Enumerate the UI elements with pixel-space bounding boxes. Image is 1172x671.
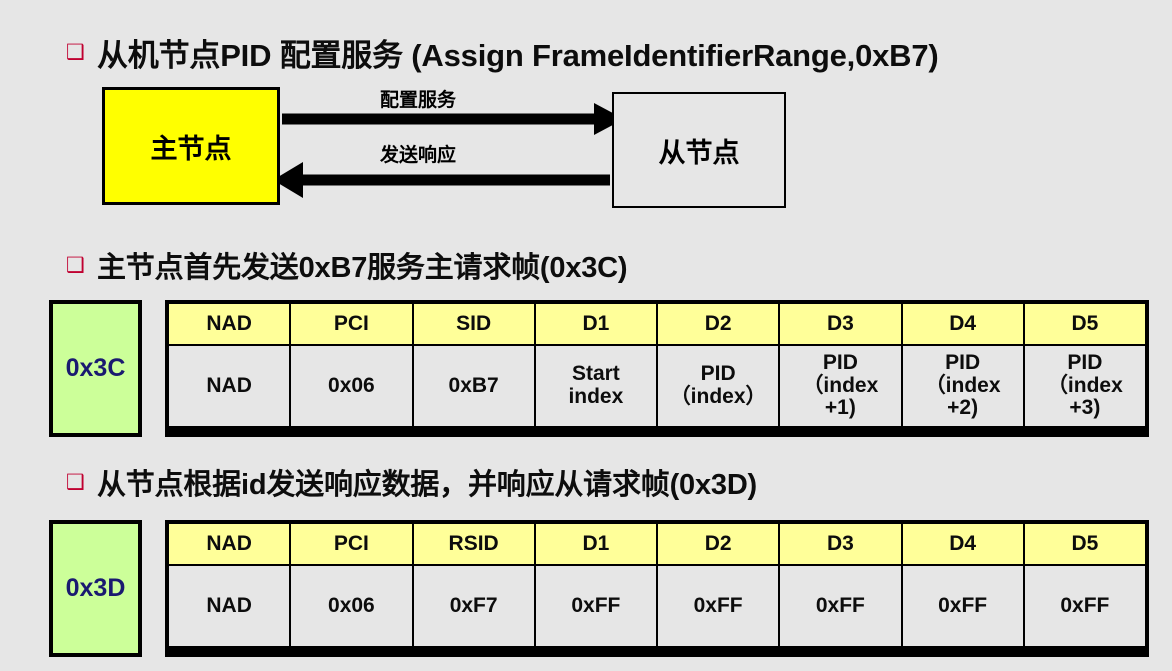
table-value-cell: 0x06 — [289, 564, 414, 648]
frame-1-header-row: NAD PCI SID D1 D2 D3 D4 D5 — [167, 302, 1147, 346]
table-value-cell: 0xFF — [533, 564, 658, 648]
table-header-cell: NAD — [167, 522, 292, 566]
diagram-arrows — [273, 103, 624, 198]
master-node-box: 主节点 — [102, 87, 280, 205]
slave-node-box: 从节点 — [612, 92, 786, 208]
table-header-cell: PCI — [289, 302, 414, 346]
heading-3-text: 从节点根据id发送响应数据，并响应从请求帧(0x3D) — [97, 469, 758, 501]
frame-1-grid: NAD PCI SID D1 D2 D3 D4 D5 NAD 0x06 0xB7… — [165, 300, 1149, 437]
frame-2-value-row: NAD 0x06 0xF7 0xFF 0xFF 0xFF 0xFF 0xFF — [167, 564, 1147, 648]
table-header-cell: D2 — [656, 302, 781, 346]
table-value-cell: 0x06 — [289, 344, 414, 428]
bullet-square-icon: ❑ — [66, 40, 85, 64]
table-header-cell: D4 — [900, 302, 1025, 346]
bullet-square-icon: ❑ — [66, 252, 85, 277]
table-header-cell: RSID — [411, 522, 536, 566]
table-value-cell: 0xFF — [900, 564, 1025, 648]
response-arrow-icon — [273, 162, 610, 198]
table-header-cell: D5 — [1022, 302, 1147, 346]
table-value-cell: NAD — [167, 344, 292, 428]
bullet-heading-1: ❑ 从机节点PID 配置服务 (Assign FrameIdentifierRa… — [66, 30, 939, 75]
table-value-cell: PID （index） — [656, 344, 781, 428]
table-header-cell: PCI — [289, 522, 414, 566]
arrow-label-response: 发送响应 — [380, 145, 457, 166]
master-node-label: 主节点 — [150, 133, 232, 164]
table-value-cell: 0xFF — [778, 564, 903, 648]
table-header-cell: D2 — [656, 522, 781, 566]
frame-table-0x3d: 0x3D NAD PCI RSID D1 D2 D3 D4 D5 NAD 0x0… — [49, 520, 1149, 657]
heading-2-text: 主节点首先发送0xB7服务主请求帧(0x3C) — [97, 252, 628, 284]
table-header-cell: SID — [411, 302, 536, 346]
table-value-cell: PID （index +1) — [778, 344, 903, 428]
table-header-cell: D3 — [778, 522, 903, 566]
master-slave-diagram: 主节点 从节点 配置服务 发送响应 — [0, 0, 1172, 230]
table-value-cell: 0xB7 — [411, 344, 536, 428]
table-value-cell: 0xF7 — [411, 564, 536, 648]
table-header-cell: D5 — [1022, 522, 1147, 566]
table-header-cell: D3 — [778, 302, 903, 346]
request-arrow-icon — [282, 103, 624, 135]
frame-table-0x3c: 0x3C NAD PCI SID D1 D2 D3 D4 D5 NAD 0x06… — [49, 300, 1149, 437]
bullet-heading-3: ❑ 从节点根据id发送响应数据，并响应从请求帧(0x3D) — [66, 461, 757, 503]
table-value-cell: 0xFF — [656, 564, 781, 648]
heading-1-text: 从机节点PID 配置服务 (Assign FrameIdentifierRang… — [97, 38, 939, 73]
bullet-square-icon: ❑ — [66, 469, 85, 494]
frame-id-box-0x3d: 0x3D — [49, 520, 142, 657]
table-value-cell: Start index — [533, 344, 658, 428]
table-value-cell: NAD — [167, 564, 292, 648]
frame-2-grid: NAD PCI RSID D1 D2 D3 D4 D5 NAD 0x06 0xF… — [165, 520, 1149, 657]
arrow-label-request: 配置服务 — [380, 90, 457, 111]
table-value-cell: 0xFF — [1022, 564, 1147, 648]
table-value-cell: PID （index +2) — [900, 344, 1025, 428]
slave-node-label: 从节点 — [658, 137, 740, 168]
bullet-heading-2: ❑ 主节点首先发送0xB7服务主请求帧(0x3C) — [66, 244, 628, 286]
frame-id-box-0x3c: 0x3C — [49, 300, 142, 437]
table-header-cell: D4 — [900, 522, 1025, 566]
table-header-cell: D1 — [533, 522, 658, 566]
frame-1-value-row: NAD 0x06 0xB7 Start index PID （index） PI… — [167, 344, 1147, 428]
table-header-cell: D1 — [533, 302, 658, 346]
frame-2-header-row: NAD PCI RSID D1 D2 D3 D4 D5 — [167, 522, 1147, 566]
table-value-cell: PID （index +3) — [1022, 344, 1147, 428]
table-header-cell: NAD — [167, 302, 292, 346]
